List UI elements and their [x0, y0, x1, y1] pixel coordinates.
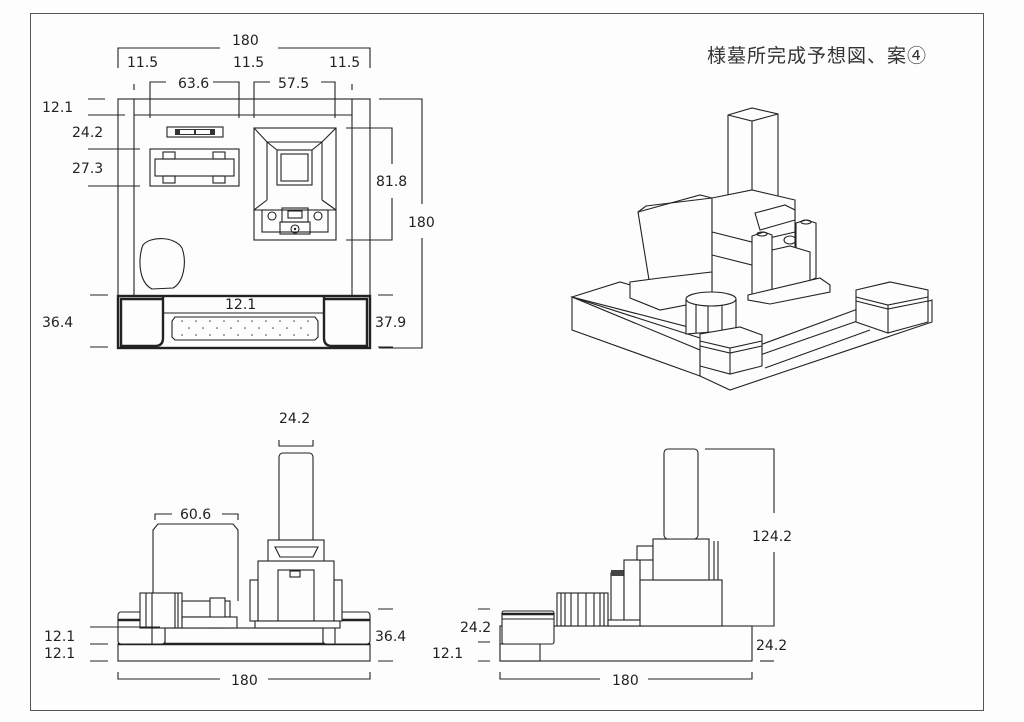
dim-right-section: 57.5 — [278, 76, 309, 92]
isometric-view — [569, 107, 933, 391]
dim-line-monument — [346, 127, 393, 241]
dim-offset: 24.2 — [72, 125, 103, 141]
dim-line-right-section — [253, 81, 336, 118]
dim-stele-width: 60.6 — [180, 507, 211, 523]
dim-side-overall-width: 180 — [612, 673, 639, 689]
dim-overall-depth: 180 — [408, 215, 435, 231]
front-elevation: 60.6 24.2 12.1 12.1 36.4 180 — [44, 411, 406, 689]
dim-post-height: 36.4 — [375, 629, 406, 645]
dim-curb-left: 11.5 — [127, 55, 158, 71]
dim-front-right-post: 37.9 — [375, 315, 406, 331]
dim-base-lower: 12.1 — [44, 646, 75, 662]
dim-front-left-post: 36.4 — [42, 315, 73, 331]
dim-monument-depth: 81.8 — [376, 174, 407, 190]
dim-side-base-left: 12.1 — [432, 646, 463, 662]
dim-line-monument-width — [278, 440, 314, 447]
dim-step: 12.1 — [225, 297, 256, 313]
dim-side-base-right: 24.2 — [756, 638, 787, 654]
dim-curb-right: 11.5 — [329, 55, 360, 71]
dim-left-section: 63.6 — [178, 76, 209, 92]
dim-line-monument-height — [705, 448, 775, 627]
dim-base-upper: 12.1 — [44, 629, 75, 645]
dim-back-curb: 12.1 — [42, 100, 73, 116]
dim-ticks-left — [88, 98, 140, 187]
dim-line-overall-depth — [379, 98, 423, 349]
dim-overall-width: 180 — [232, 33, 259, 49]
dim-side-post-height: 24.2 — [460, 620, 491, 636]
dim-line-overall-width — [117, 47, 371, 68]
dim-bench: 27.3 — [72, 161, 103, 177]
drawing-title: 様墓所完成予想図、案④ — [707, 45, 928, 67]
dim-curb-center: 11.5 — [233, 55, 264, 71]
drawing-frame — [30, 13, 984, 711]
dim-front-overall-width: 180 — [231, 673, 258, 689]
dim-monument-width: 24.2 — [279, 411, 310, 427]
plan-view: 180 11.5 11.5 11.5 63.6 57.5 12.1 24.2 2… — [42, 33, 435, 350]
side-elevation: 124.2 24.2 12.1 24.2 180 — [432, 448, 792, 689]
dim-line-left-section — [149, 81, 240, 118]
dim-monument-height: 124.2 — [752, 529, 792, 545]
